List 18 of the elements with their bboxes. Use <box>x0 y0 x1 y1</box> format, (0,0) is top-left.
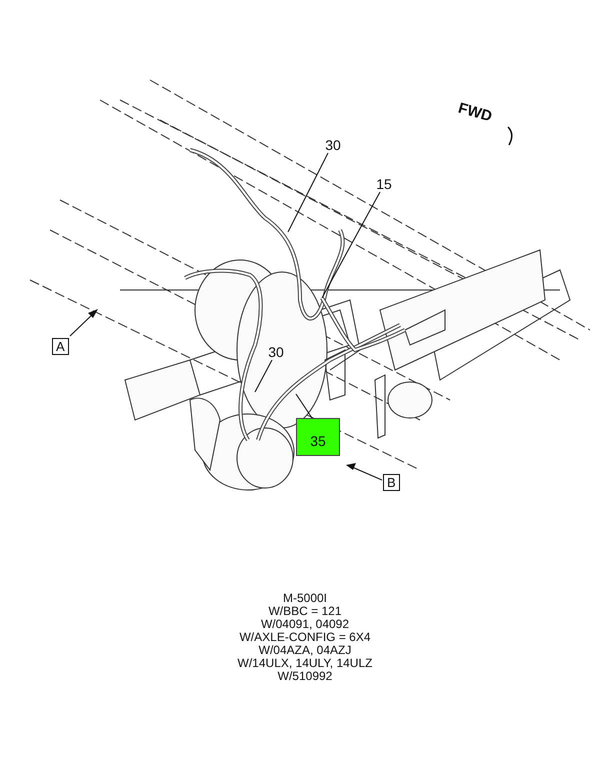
callout-number: 35 <box>296 418 340 456</box>
leader-line <box>296 394 312 418</box>
callout-number: 30 <box>322 137 344 153</box>
note-text: W/14ULX, 14ULY, 14ULZ <box>238 656 372 670</box>
view-label: B <box>383 474 400 491</box>
note-text: W/04AZA, 04AZJ <box>258 643 352 657</box>
note-text: M-5000I <box>282 591 328 605</box>
leader-line <box>322 192 380 298</box>
callout-number: 30 <box>265 344 287 360</box>
callout-number: 15 <box>373 176 395 192</box>
leader-line <box>254 360 272 392</box>
note-text: W/04091, 04092 <box>260 617 350 631</box>
view-label: A <box>52 338 69 355</box>
note-text: W/BBC = 121 <box>268 604 342 618</box>
leader-line <box>288 152 328 232</box>
note-text: W/AXLE-CONFIG = 6X4 <box>239 630 371 644</box>
forward-label: FWD <box>456 100 494 126</box>
note-text: W/510992 <box>278 669 332 683</box>
